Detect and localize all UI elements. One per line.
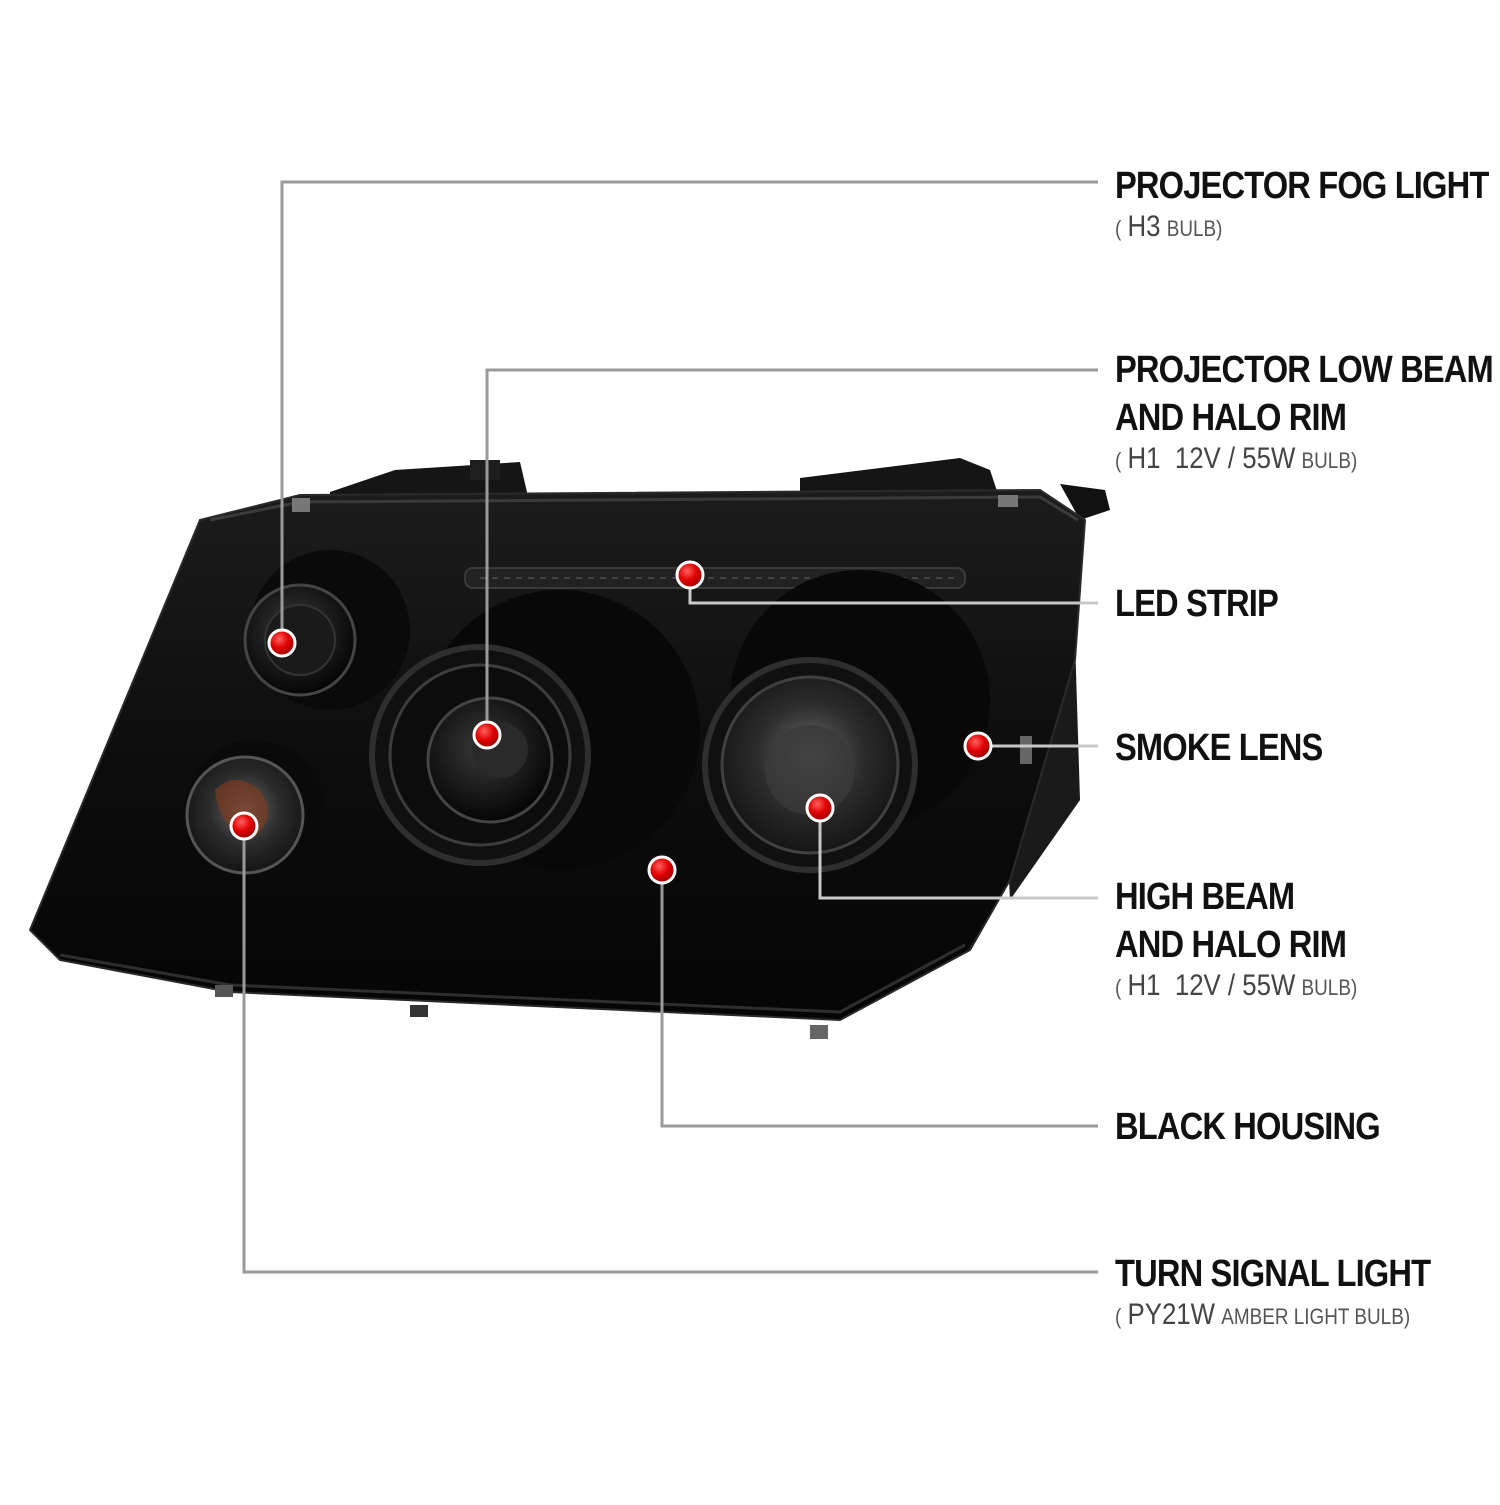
- marker-highbeam: [805, 793, 835, 823]
- callout-spec: ( H1 12V / 55W BULB): [1115, 442, 1358, 475]
- callout-fog-light: PROJECTOR FOG LIGHT ( H3 BULB): [1115, 162, 1500, 246]
- callout-title: SMOKE LENS: [1115, 727, 1323, 769]
- markers: [229, 560, 993, 885]
- marker-fog: [267, 628, 297, 658]
- marker-lowbeam: [472, 720, 502, 750]
- headlight-illustration: [28, 458, 1110, 1039]
- callout-smoke-lens: SMOKE LENS: [1115, 724, 1356, 772]
- callout-title: HIGH BEAM: [1115, 876, 1295, 918]
- marker-turn: [229, 811, 259, 841]
- callout-title: TURN SIGNAL LIGHT: [1115, 1253, 1431, 1295]
- callout-spec: ( H1 12V / 55W BULB): [1115, 969, 1358, 1002]
- callout-title: PROJECTOR LOW BEAM: [1115, 349, 1494, 391]
- callout-high-beam: HIGH BEAM AND HALO RIM ( H1 12V / 55W BU…: [1115, 873, 1397, 1005]
- callout-low-beam: PROJECTOR LOW BEAM AND HALO RIM ( H1 12V…: [1115, 346, 1500, 478]
- leader-lines: [242, 180, 1098, 1274]
- callout-turn-signal: TURN SIGNAL LIGHT ( PY21W AMBER LIGHT BU…: [1115, 1250, 1482, 1334]
- callout-black-housing: BLACK HOUSING: [1115, 1103, 1423, 1151]
- callout-spec: ( H3 BULB): [1115, 210, 1223, 243]
- callout-title: AND HALO RIM: [1115, 397, 1347, 439]
- marker-housing: [647, 855, 677, 885]
- marker-led: [675, 560, 705, 590]
- callout-title: LED STRIP: [1115, 583, 1279, 625]
- callout-spec: ( PY21W AMBER LIGHT BULB): [1115, 1298, 1411, 1331]
- callout-title: BLACK HOUSING: [1115, 1106, 1381, 1148]
- callout-title: PROJECTOR FOG LIGHT: [1115, 165, 1489, 207]
- marker-smoke: [963, 731, 993, 761]
- callout-led-strip: LED STRIP: [1115, 580, 1304, 628]
- callout-title: AND HALO RIM: [1115, 924, 1347, 966]
